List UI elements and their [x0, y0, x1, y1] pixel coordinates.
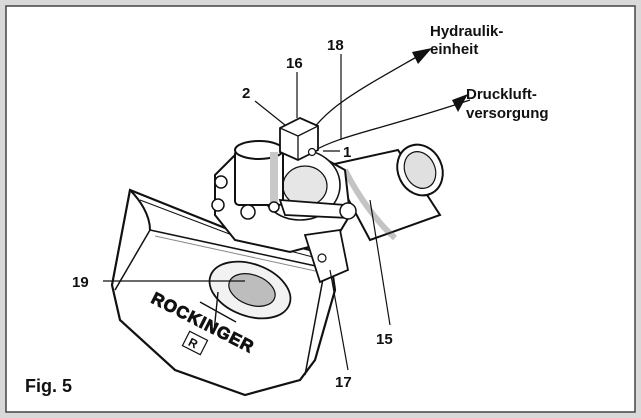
logo-badge-box	[181, 330, 209, 356]
callout-1: 1	[343, 144, 351, 161]
callout-18: 18	[327, 37, 344, 54]
callout-16: 16	[286, 55, 303, 72]
callout-17: 17	[335, 374, 352, 391]
callout-19: 19	[72, 274, 89, 291]
coupling-body	[211, 140, 357, 284]
air-line	[311, 99, 471, 153]
leader-lines	[103, 54, 391, 371]
air-label-line2: versorgung	[466, 105, 549, 122]
hydraulic-label-line2: einheit	[430, 41, 478, 58]
figure-caption: Fig. 5	[25, 376, 72, 396]
air-arrow	[452, 94, 468, 112]
coupling-funnel: ROCKINGER R	[110, 188, 337, 397]
callout-2: 2	[242, 85, 250, 102]
direction-arrows-icon	[199, 291, 237, 333]
line-arrows	[412, 48, 468, 112]
locking-cylinder	[328, 143, 444, 242]
air-label-line1: Druckluft-	[466, 86, 537, 103]
callout-15: 15	[376, 331, 393, 348]
hydraulic-label-line1: Hydraulik-	[430, 23, 503, 40]
hydraulic-arrow	[412, 48, 432, 64]
valve-block	[279, 117, 319, 161]
